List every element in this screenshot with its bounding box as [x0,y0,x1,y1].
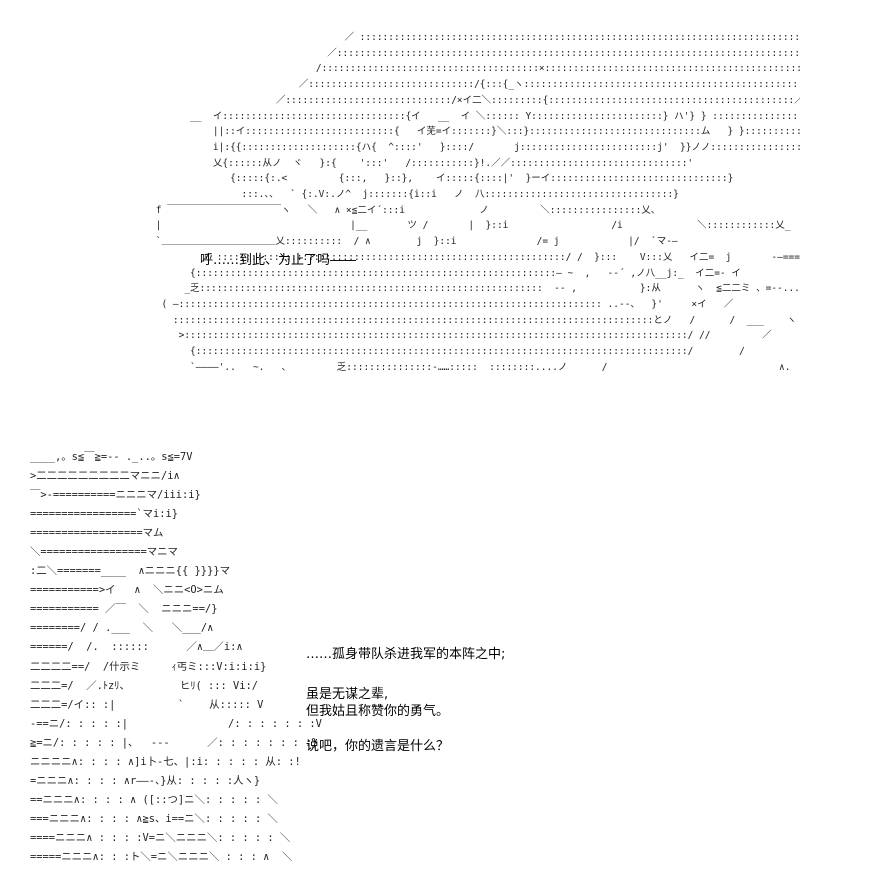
dialogue-line-2: 虽是无谋之辈, [306,687,389,702]
dialogue-line-1: ……孤身带队杀进我军的本阵之中; [306,647,506,662]
dialogue-line-4: 说吧，你的遗言是什么？ [306,739,450,754]
ascii-art-top-figure: ／ ::::::::::::::::::::::::::::::::::::::… [155,32,800,373]
speech-bubble-text: 呼……到此、为止了吗―― [200,253,357,268]
dialogue-line-3: 但我姑且称赞你的勇气。 [306,704,450,719]
ascii-art-bottom-figure: ____,。s≦￣≧=‐‐ ._..。s≦=7V >二二二二二二二二二マニニ/i… [30,451,322,863]
